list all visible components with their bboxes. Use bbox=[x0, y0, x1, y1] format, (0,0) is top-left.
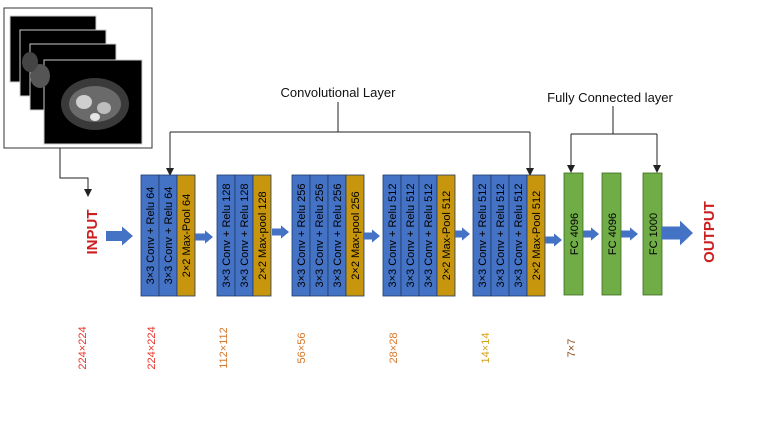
block-arrow bbox=[195, 230, 213, 244]
feature-map-size-label: 112×112 bbox=[218, 327, 230, 369]
block-arrow bbox=[272, 225, 289, 239]
fc-layer-label: FC 4096 bbox=[607, 213, 619, 255]
conv-block-5: 3×3 Conv + Relu 512 3×3 Conv + Relu 512 3×… bbox=[472, 174, 546, 297]
conv-layer-label: 3×3 Conv + Relu 512 bbox=[513, 184, 525, 288]
feature-map-size-label: 56×56 bbox=[296, 333, 308, 364]
conv-block-4: 3×3 Conv + Relu 512 3×3 Conv + Relu 512 3×… bbox=[382, 174, 456, 297]
input-arrow bbox=[106, 226, 133, 246]
maxpool-layer bbox=[526, 174, 546, 297]
conv-layer-bracket bbox=[166, 102, 534, 176]
output-label: OUTPUT bbox=[701, 201, 718, 263]
block-arrow bbox=[621, 227, 638, 241]
feature-map-size-label: 224×224 bbox=[146, 326, 158, 369]
maxpool-layer-label: 2×2 Max-Pool 64 bbox=[181, 194, 193, 277]
conv-layer-label: 3×3 Conv + Relu 64 bbox=[163, 187, 175, 285]
input-connector-arrow bbox=[59, 148, 92, 197]
block-arrow bbox=[364, 229, 380, 243]
feature-map-size-label: 7×7 bbox=[566, 339, 578, 358]
maxpool-layer-label: 2×2 Max-Pool 512 bbox=[531, 191, 543, 281]
feature-map-size-label: 224×224 bbox=[77, 326, 89, 369]
conv-layer-label: 3×3 Conv + Relu 256 bbox=[332, 184, 344, 288]
conv-layer-label: 3×3 Conv + Relu 128 bbox=[221, 184, 233, 288]
conv-layer-label: 3×3 Conv + Relu 256 bbox=[296, 184, 308, 288]
conv-layer-label: 3×3 Conv + Relu 512 bbox=[495, 184, 507, 288]
conv-block-2: 3×3 Conv + Relu 128 3×3 Conv + Relu 128 2×… bbox=[216, 174, 272, 297]
feature-map-size-label: 28×28 bbox=[388, 333, 400, 364]
input-label: INPUT bbox=[84, 210, 101, 255]
maxpool-layer-label: 2×2 Max-Pool 512 bbox=[441, 191, 453, 281]
block-arrow bbox=[545, 233, 562, 247]
conv-layer-label: 3×3 Conv + Relu 512 bbox=[423, 184, 435, 288]
maxpool-layer-label: 2×2 Max-pool 128 bbox=[257, 191, 269, 279]
conv-block-1: 3×3 Conv + Relu 64 3×3 Conv + Relu 64 2×2 … bbox=[140, 174, 196, 297]
fc-layer-title: Fully Connected layer bbox=[547, 90, 673, 105]
fc-layer-label: FC 1000 bbox=[648, 213, 660, 255]
conv-layer-title: Convolutional Layer bbox=[281, 85, 397, 100]
conv-layer-label: 3×3 Conv + Relu 512 bbox=[477, 184, 489, 288]
conv-layer-label: 3×3 Conv + Relu 512 bbox=[405, 184, 417, 288]
maxpool-layer-label: 2×2 Max-pool 256 bbox=[350, 191, 362, 279]
fc-layer-label: FC 4096 bbox=[569, 213, 581, 255]
block-arrow bbox=[455, 227, 470, 241]
feature-map-size-label: 14×14 bbox=[480, 333, 492, 364]
conv-layer-label: 3×3 Conv + Relu 512 bbox=[387, 184, 399, 288]
conv-block-3: 3×3 Conv + Relu 256 3×3 Conv + Relu 256 3×… bbox=[291, 174, 365, 297]
block-arrow bbox=[583, 227, 599, 241]
maxpool-layer bbox=[252, 174, 272, 297]
conv-layer-label: 3×3 Conv + Relu 256 bbox=[314, 184, 326, 288]
ct-scan-slices-icon bbox=[3, 7, 153, 149]
conv-layer-label: 3×3 Conv + Relu 128 bbox=[239, 184, 251, 288]
conv-layer-label: 3×3 Conv + Relu 64 bbox=[145, 187, 157, 285]
fc-layer-bracket bbox=[567, 106, 661, 173]
output-arrow bbox=[662, 220, 693, 246]
